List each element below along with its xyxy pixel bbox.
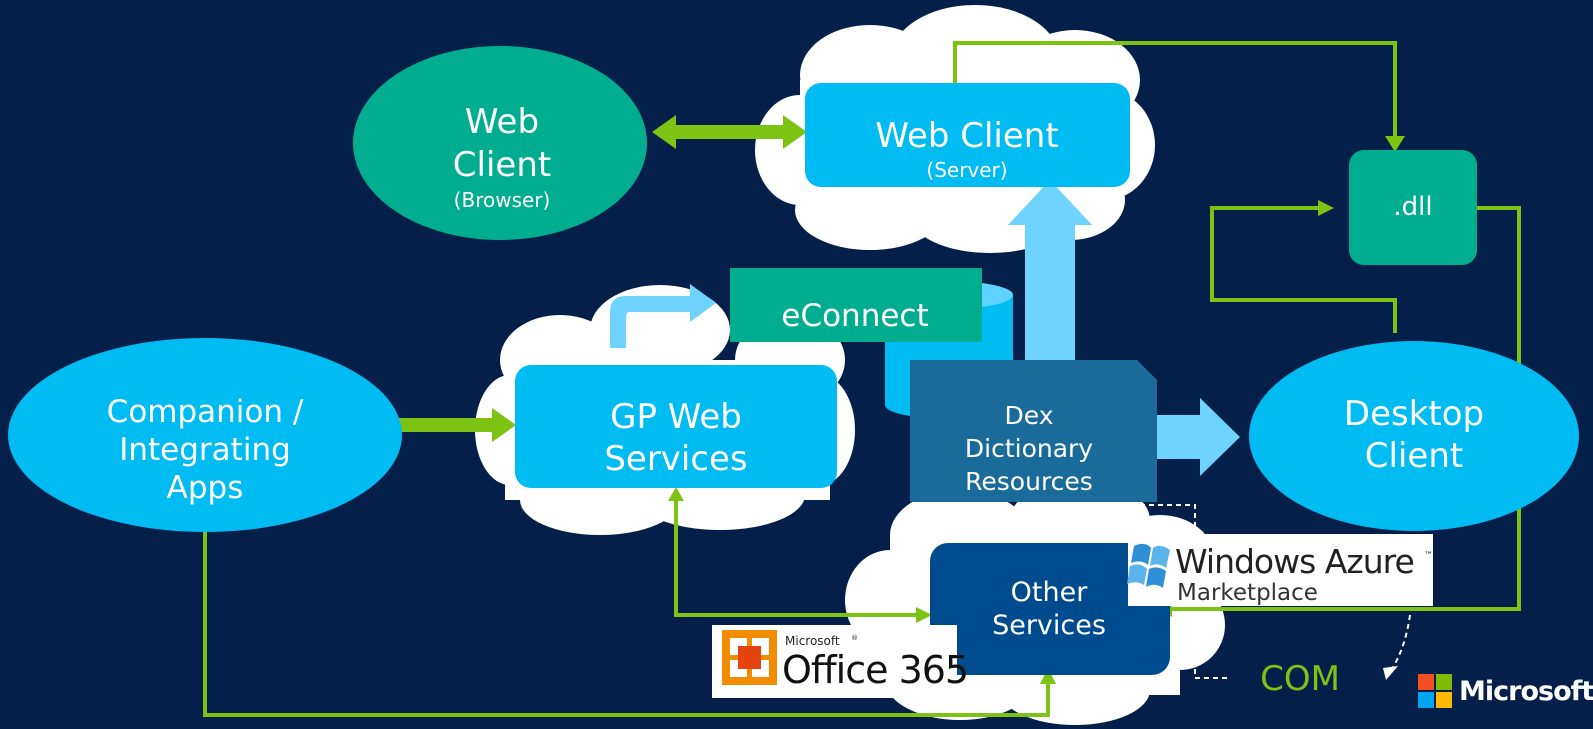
- node-web-client-server[interactable]: Web Client (Server): [805, 83, 1130, 187]
- companion-line3: Apps: [167, 470, 244, 506]
- node-dex-dictionary[interactable]: Dex Dictionary Resources: [910, 360, 1157, 502]
- windows-azure-title: Windows Azure: [1175, 542, 1414, 581]
- microsoft-logo: Microsoft: [1418, 674, 1593, 708]
- node-dll[interactable]: .dll: [1349, 150, 1477, 265]
- office365-title: Office 365: [782, 648, 968, 692]
- microsoft-title: Microsoft: [1459, 676, 1593, 707]
- dashed-arrowhead: [1383, 666, 1398, 680]
- office365-small: Microsoft: [785, 634, 840, 648]
- office365-registered: ®: [851, 634, 858, 642]
- node-other-services[interactable]: Other Services: [930, 543, 1170, 675]
- node-gp-web-services[interactable]: GP Web Services: [515, 365, 837, 488]
- node-companion-apps[interactable]: Companion / Integrating Apps: [8, 338, 402, 532]
- green-connectors: [203, 41, 1521, 717]
- office-icon: [722, 630, 777, 685]
- companion-line1: Companion /: [107, 394, 304, 430]
- node-desktop-client[interactable]: Desktop Client: [1249, 341, 1579, 531]
- gp-web-services-line2: Services: [604, 439, 747, 479]
- dll-label: .dll: [1393, 192, 1432, 222]
- web-client-browser-line1: Web: [465, 102, 539, 142]
- double-arrow-companion-gp: [368, 408, 516, 442]
- other-services-line1: Other: [1011, 577, 1089, 608]
- double-arrow-browser-server: [652, 115, 807, 149]
- web-client-browser-line2: Client: [453, 145, 551, 185]
- web-client-server-title: Web Client: [875, 116, 1058, 156]
- windows-azure-trademark: ™: [1424, 551, 1433, 561]
- arrow-dex-to-web-server: [1008, 180, 1092, 360]
- com-label: COM: [1260, 659, 1340, 699]
- desktop-client-line2: Client: [1365, 436, 1463, 476]
- arrow-gp-to-econnect: [610, 284, 716, 348]
- econnect-label: eConnect: [781, 298, 928, 334]
- dex-line3: Resources: [965, 467, 1093, 496]
- gp-web-services-line1: GP Web: [610, 397, 742, 437]
- office365-logo: Microsoft ® Office 365: [712, 625, 969, 698]
- node-web-client-browser[interactable]: Web Client (Browser): [353, 46, 647, 240]
- web-client-browser-sub: (Browser): [454, 188, 551, 212]
- companion-line2: Integrating: [119, 432, 291, 468]
- desktop-client-line1: Desktop: [1344, 394, 1484, 434]
- web-client-server-sub: (Server): [926, 158, 1007, 182]
- windows-azure-logo: Windows Azure ™ Marketplace: [1127, 534, 1433, 606]
- dex-line2: Dictionary: [965, 434, 1093, 463]
- windows-azure-sub: Marketplace: [1177, 580, 1318, 606]
- windows-flag-icon: [1127, 543, 1170, 588]
- arrow-dex-to-desktop: [1135, 398, 1240, 476]
- node-econnect[interactable]: eConnect: [730, 268, 982, 342]
- dex-line1: Dex: [1005, 401, 1054, 430]
- other-services-line2: Services: [992, 610, 1106, 641]
